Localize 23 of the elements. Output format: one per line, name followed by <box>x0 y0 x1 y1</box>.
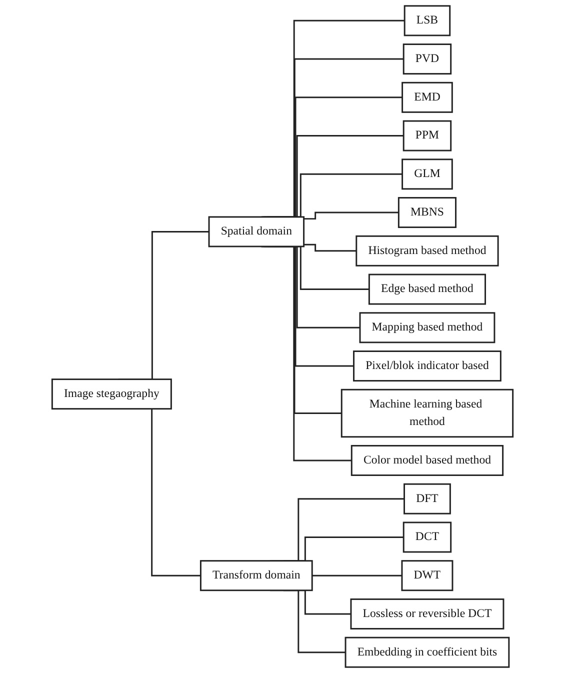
node-box: Histogram based method <box>356 235 499 266</box>
node-box: Embedding in coefficient bits <box>344 636 510 668</box>
node-box: DWT <box>401 560 454 592</box>
node-box: Transform domain <box>200 560 313 592</box>
node-box: Pixel/blok indicator based <box>353 350 502 382</box>
node-box: Mapping based method <box>359 312 496 344</box>
node-box: EMD <box>402 82 453 113</box>
node-box: DFT <box>404 483 451 514</box>
connector <box>312 574 402 576</box>
node-box: Lossless or reversible DCT <box>350 598 504 630</box>
node-box: Image stegaography <box>51 378 172 410</box>
node-box: PPM <box>402 120 452 152</box>
node-box: Machine learning based method <box>340 388 514 438</box>
node-box: Spatial domain <box>208 216 305 248</box>
node-box: Edge based method <box>368 274 486 305</box>
connector <box>304 212 399 220</box>
node-box: DCT <box>402 522 452 553</box>
node-box: PVD <box>402 44 452 75</box>
node-box: LSB <box>404 5 451 36</box>
node-box: GLM <box>402 158 453 190</box>
node-box: MBNS <box>398 197 456 228</box>
connector <box>304 244 356 252</box>
node-box: Color model based method <box>350 444 504 476</box>
